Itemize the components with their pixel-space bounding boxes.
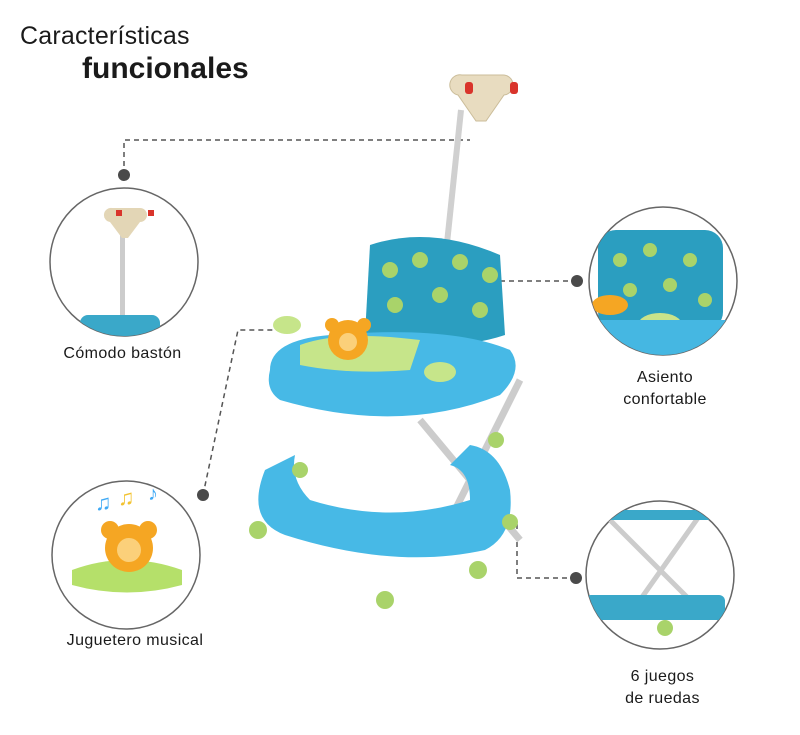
detail-toy-circle: ♫ ♫ ♪ [51, 480, 201, 630]
svg-text:♪: ♪ [148, 483, 158, 505]
connector-dots [118, 169, 583, 584]
feature-label-seat-line2: confortable [623, 391, 707, 408]
detail-seat-circle [588, 206, 738, 356]
feature-label-seat-line1: Asiento [636, 369, 694, 386]
svg-text:♫: ♫ [118, 485, 135, 510]
detail-handle-circle [49, 187, 199, 337]
feature-label-wheels-line2: de ruedas [625, 690, 700, 707]
connector-lines [123, 139, 577, 579]
title-line1: Características [20, 22, 190, 50]
feature-label-wheels-line1: 6 juegos [630, 668, 695, 685]
feature-label-seat: Asiento confortable [590, 367, 740, 411]
baby-walker [249, 74, 524, 609]
feature-label-wheels: 6 juegos de ruedas [590, 666, 735, 710]
svg-text:♫: ♫ [95, 490, 112, 515]
feature-label-toy: Juguetero musical [66, 632, 204, 649]
title-line2: funcionales [82, 52, 249, 85]
detail-wheels-circle [585, 500, 735, 650]
feature-label-handle: Cómodo bastón [63, 345, 182, 362]
